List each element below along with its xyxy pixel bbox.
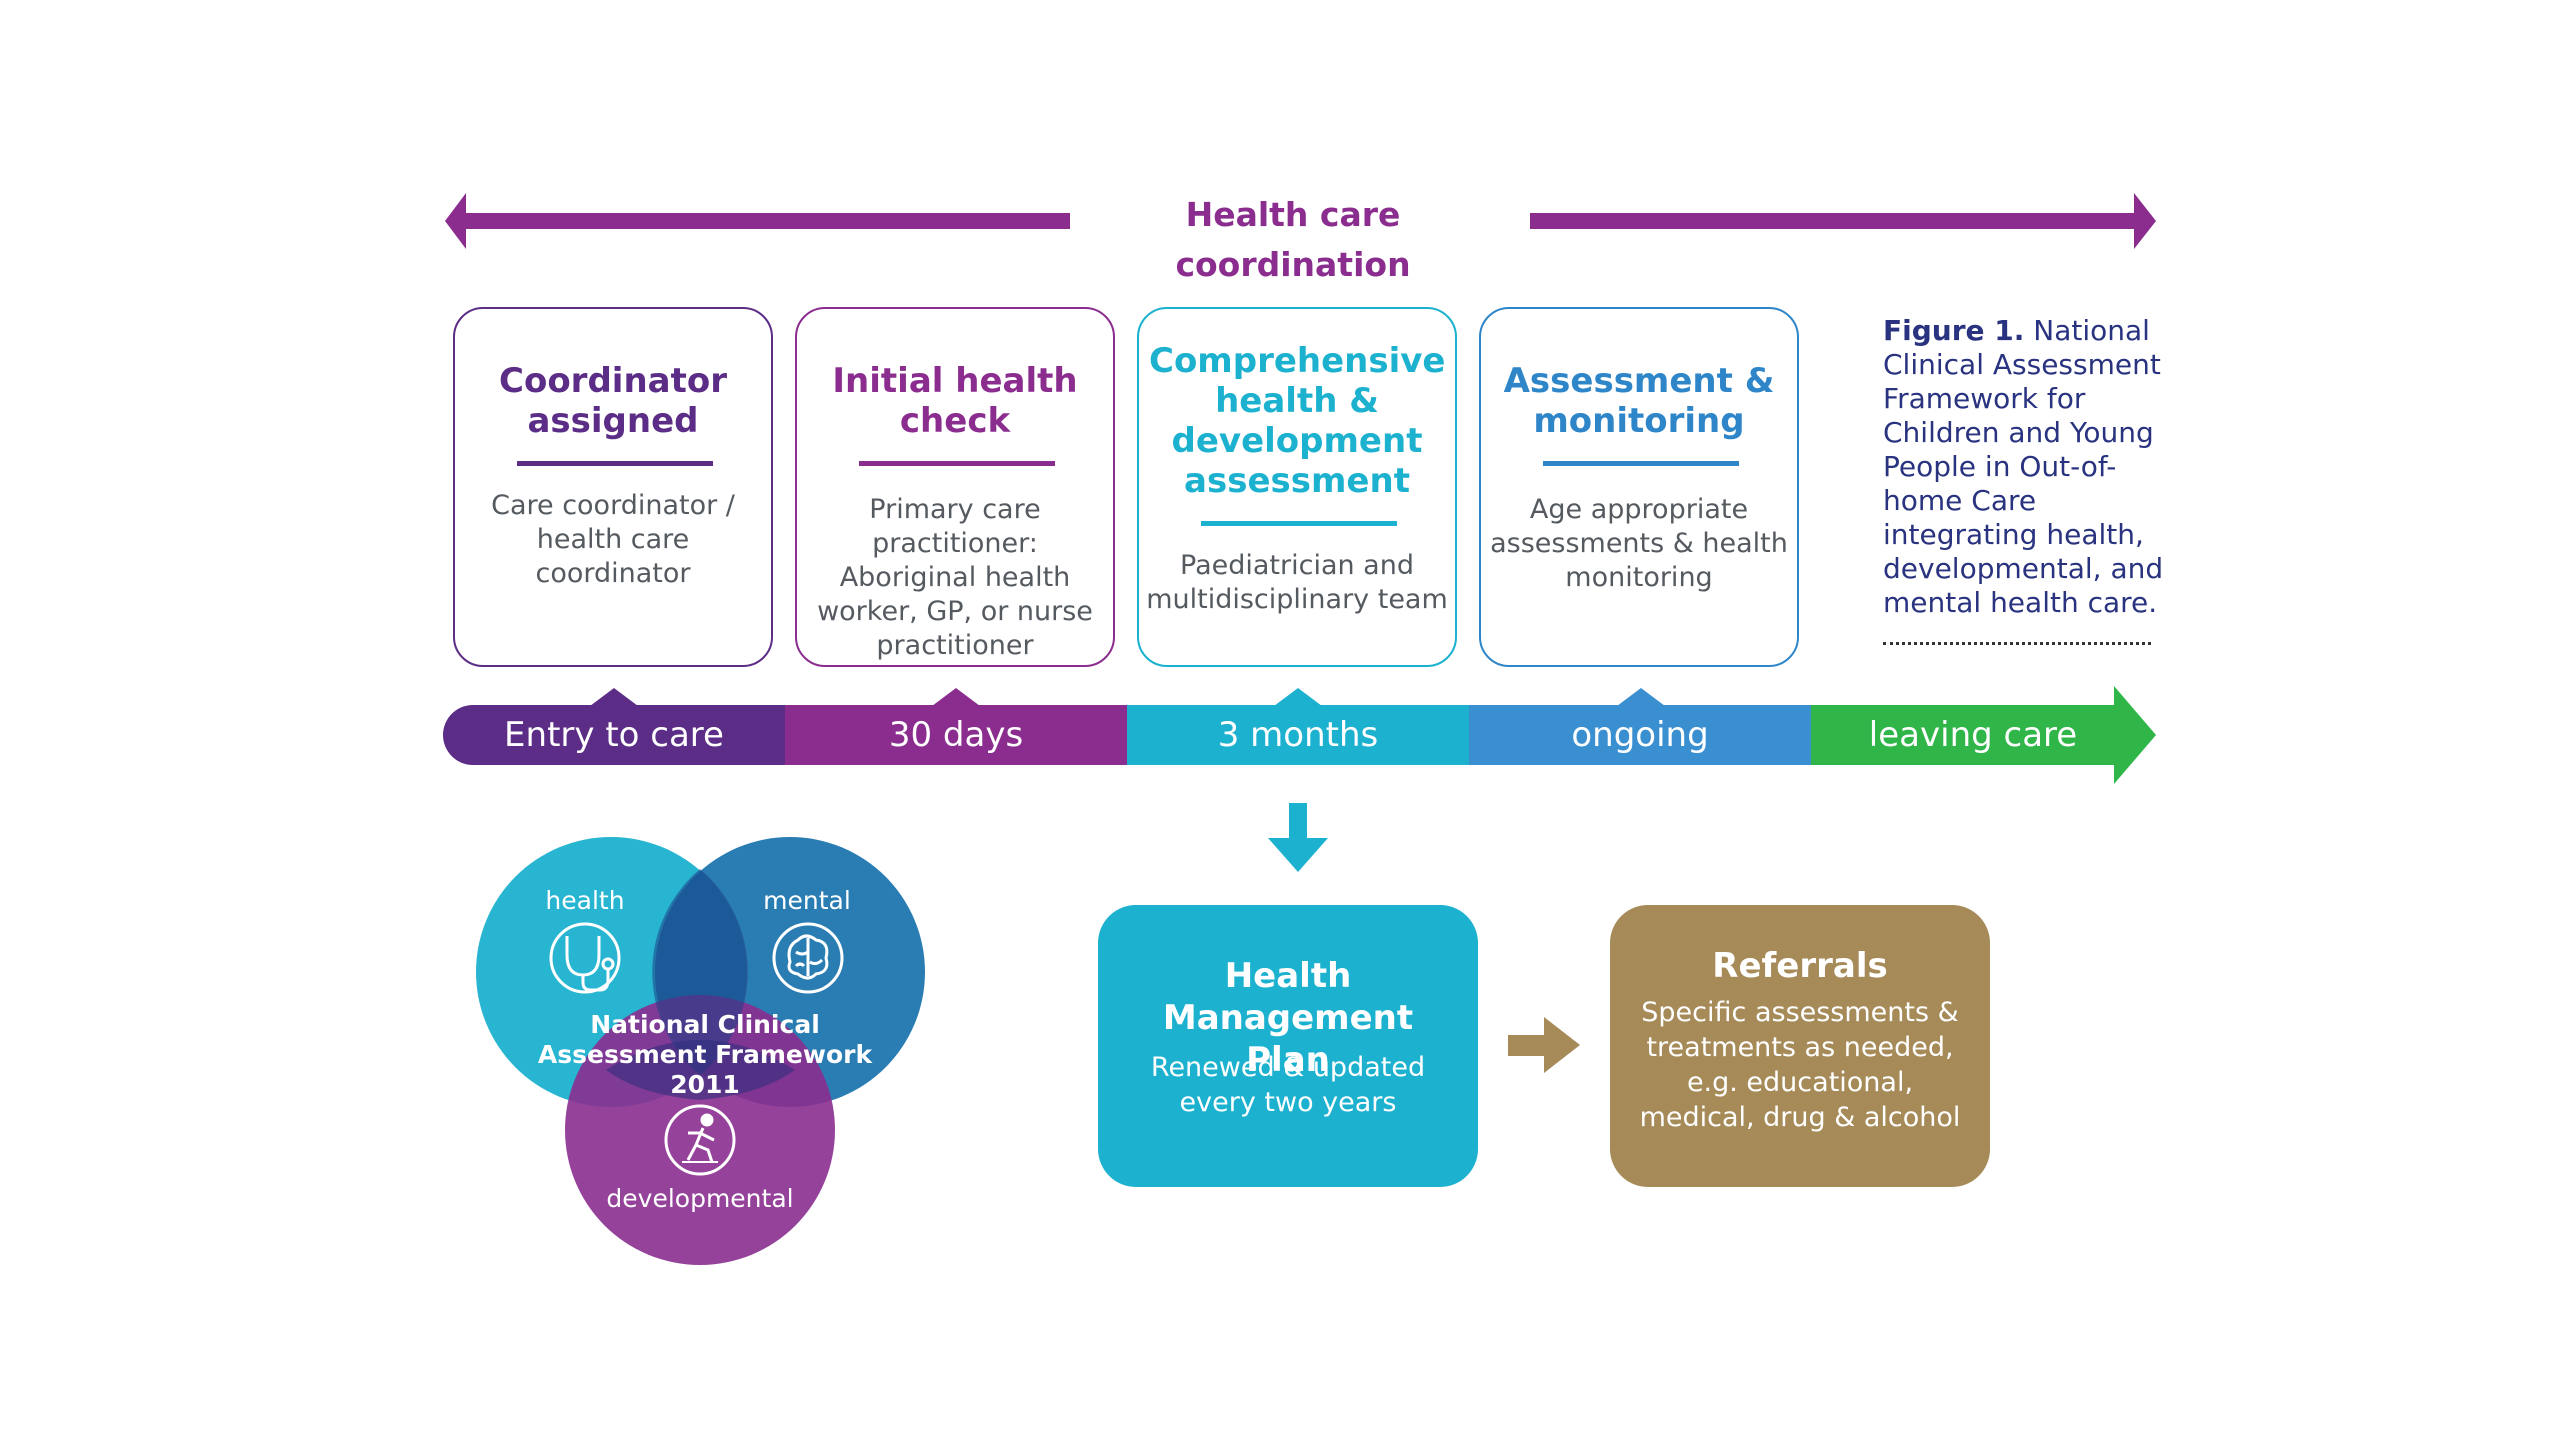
coordination-title: Health care coordination: [1175, 195, 1411, 284]
card-pointer: [1617, 688, 1665, 706]
stage-description: Primary care practitioner: Aboriginal he…: [817, 494, 1093, 661]
stage-title: Assessment & monitoring: [1503, 361, 1775, 441]
coordination-arrow-left-shaft: [462, 213, 1070, 229]
stage-description: Paediatrician and multidisciplinary team: [1146, 550, 1448, 615]
right-arrow-shaft: [1508, 1035, 1546, 1056]
figure-caption-text: National Clinical Assessment Framework f…: [1883, 314, 2164, 619]
referrals-title: Referrals: [1712, 946, 1888, 986]
coordination-arrow-left-head: [445, 193, 466, 249]
venn-overlap: [652, 869, 748, 1075]
stage-card-comprehensive-assessment: Comprehensive health & development asses…: [1137, 307, 1457, 667]
venn-label-health: health: [545, 886, 625, 915]
health-management-plan-box: Health Management Plan Renewed & updated…: [1098, 905, 1478, 1187]
stage-title: Comprehensive health & development asses…: [1149, 341, 1446, 501]
stage-description: Care coordinator / health care coordinat…: [491, 490, 735, 589]
venn-label-mental: mental: [763, 886, 851, 915]
caption-divider: [1883, 642, 2151, 645]
down-arrow-shaft: [1289, 803, 1307, 840]
card-pointer: [1274, 688, 1322, 706]
right-arrow-head: [1544, 1017, 1580, 1073]
stage-divider: [1201, 521, 1397, 526]
plan-description: Renewed & updated every two years: [1150, 1052, 1426, 1118]
stage-divider: [1543, 461, 1739, 466]
stage-card-coordinator: Coordinator assigned Care coordinator / …: [453, 307, 773, 667]
timeline-leaving-care: leaving care: [1811, 705, 2115, 765]
timeline-3-months: 3 months: [1127, 705, 1469, 765]
stage-divider: [517, 461, 713, 466]
stage-card-monitoring: Assessment & monitoring Age appropriate …: [1479, 307, 1799, 667]
stage-card-initial-check: Initial health check Primary care practi…: [795, 307, 1115, 667]
coordination-arrow-right-head: [2134, 193, 2156, 249]
figure-caption: Figure 1. National Clinical Assessment F…: [1883, 314, 2173, 620]
coordination-arrow-right-shaft: [1530, 213, 2138, 229]
timeline-arrow-head: [2114, 686, 2156, 784]
plan-title: Health Management Plan: [1162, 956, 1414, 1080]
brain-icon: [772, 922, 844, 994]
timeline-ongoing: ongoing: [1469, 705, 1811, 765]
card-pointer: [590, 688, 638, 706]
venn-center-label: National Clinical Assessment Framework 2…: [537, 1010, 873, 1099]
card-pointer: [932, 688, 980, 706]
stage-title: Initial health check: [832, 361, 1078, 441]
venn-center-overlap: [606, 1040, 795, 1100]
figure-caption-label: Figure 1.: [1883, 314, 2025, 347]
runner-icon: [664, 1104, 736, 1176]
timeline-30-days: 30 days: [785, 705, 1127, 765]
stage-description: Age appropriate assessments & health mon…: [1490, 494, 1788, 593]
venn-label-developmental: developmental: [606, 1184, 794, 1213]
stage-divider: [859, 461, 1055, 466]
referrals-description: Specific assessments & treatments as nee…: [1639, 997, 1961, 1133]
down-arrow-head: [1268, 838, 1328, 872]
timeline-entry-to-care: Entry to care: [473, 705, 785, 765]
stage-title: Coordinator assigned: [499, 361, 727, 441]
timeline-left-cap: [443, 705, 475, 765]
referrals-box: Referrals Specific assessments & treatme…: [1610, 905, 1990, 1187]
stethoscope-icon: [549, 922, 621, 994]
